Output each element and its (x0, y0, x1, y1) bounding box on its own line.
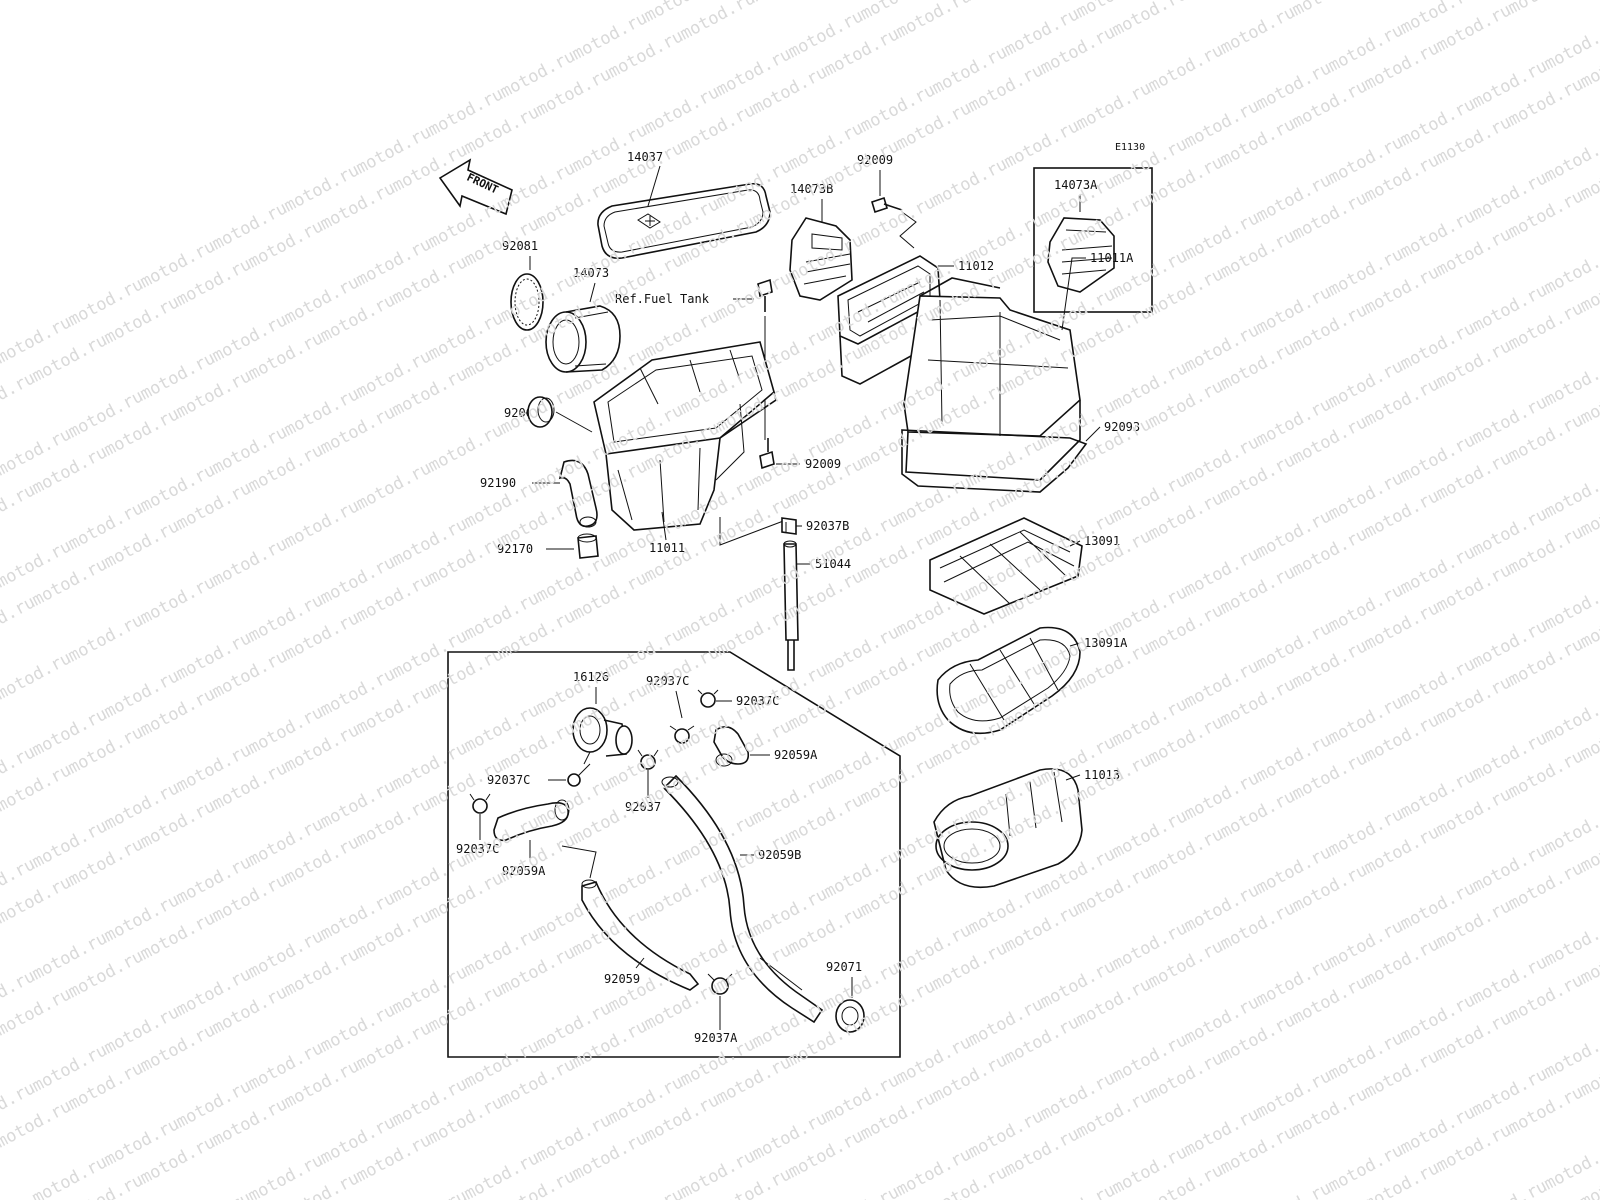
inset-box-breather (448, 652, 900, 1057)
airbox-cover-11011A (904, 278, 1080, 480)
clamp-92037C-a (670, 726, 694, 743)
bolt-92009-mid (760, 438, 774, 468)
label-11013: 11013 (1084, 768, 1120, 782)
label-92081: 92081 (502, 239, 538, 253)
label-92059A-a: 92059A (774, 748, 818, 762)
cap-92071 (836, 1000, 864, 1032)
bolt-92009-top (872, 198, 902, 212)
label-13091A: 13091A (1084, 636, 1128, 650)
label-92037C-a: 92037C (646, 674, 689, 688)
front-arrow-icon: FRONT (440, 160, 512, 214)
label-92170: 92170 (497, 542, 533, 556)
label-92037C-b: 92037C (736, 694, 779, 708)
hose-92059A-b (494, 800, 569, 840)
label-92190: 92190 (480, 476, 516, 490)
spring-clamp-92081 (511, 274, 543, 330)
element-frame-13091A (937, 628, 1080, 734)
label-14037: 14037 (627, 150, 663, 164)
diagram-code: E1130 (1115, 142, 1145, 153)
duct-14073B (790, 218, 852, 300)
label-92009-mid: 92009 (805, 457, 841, 471)
label-92037B: 92037B (806, 519, 849, 533)
label-14073B: 14073B (790, 182, 833, 196)
clip-92170 (578, 534, 598, 558)
bolt-ref-fuel-tank (758, 280, 772, 312)
label-92059B: 92059B (758, 848, 801, 862)
grommet-92066 (528, 397, 554, 427)
label-11011: 11011 (649, 541, 685, 555)
label-92059A-b: 92059A (502, 864, 546, 878)
label-ref-fuel-tank: Ref.Fuel Tank (615, 292, 710, 306)
label-16126: 16126 (573, 670, 609, 684)
airbox-case-11011 (594, 342, 776, 530)
label-92037C-d: 92037C (456, 842, 499, 856)
hose-92059A-a (714, 727, 748, 766)
hose-92190 (560, 461, 597, 528)
element-frame-13091 (930, 518, 1082, 614)
label-11012: 11012 (958, 259, 994, 273)
label-92037C-c: 92037C (487, 773, 530, 787)
label-92009-top: 92009 (857, 153, 893, 167)
valve-16126 (573, 708, 632, 764)
air-filter-11013 (934, 769, 1082, 887)
label-11011A: 11011A (1090, 251, 1134, 265)
label-92059: 92059 (604, 972, 640, 986)
clamp-92037C-d (470, 794, 490, 813)
gasket-14037 (598, 184, 770, 259)
duct-14073 (546, 306, 620, 372)
label-51044: 51044 (815, 557, 851, 571)
label-92037: 92037 (625, 800, 661, 814)
label-92037A: 92037A (694, 1031, 738, 1045)
clamp-92037B (782, 518, 796, 534)
label-14073: 14073 (573, 266, 609, 280)
clamp-92037 (638, 750, 658, 769)
clamp-92037A (708, 974, 732, 994)
clamp-92037C-b (698, 690, 718, 707)
label-13091: 13091 (1084, 534, 1120, 548)
label-92093: 92093 (1104, 420, 1140, 434)
drain-tube-51044 (784, 541, 798, 670)
label-14073A: 14073A (1054, 178, 1098, 192)
label-92071: 92071 (826, 960, 862, 974)
